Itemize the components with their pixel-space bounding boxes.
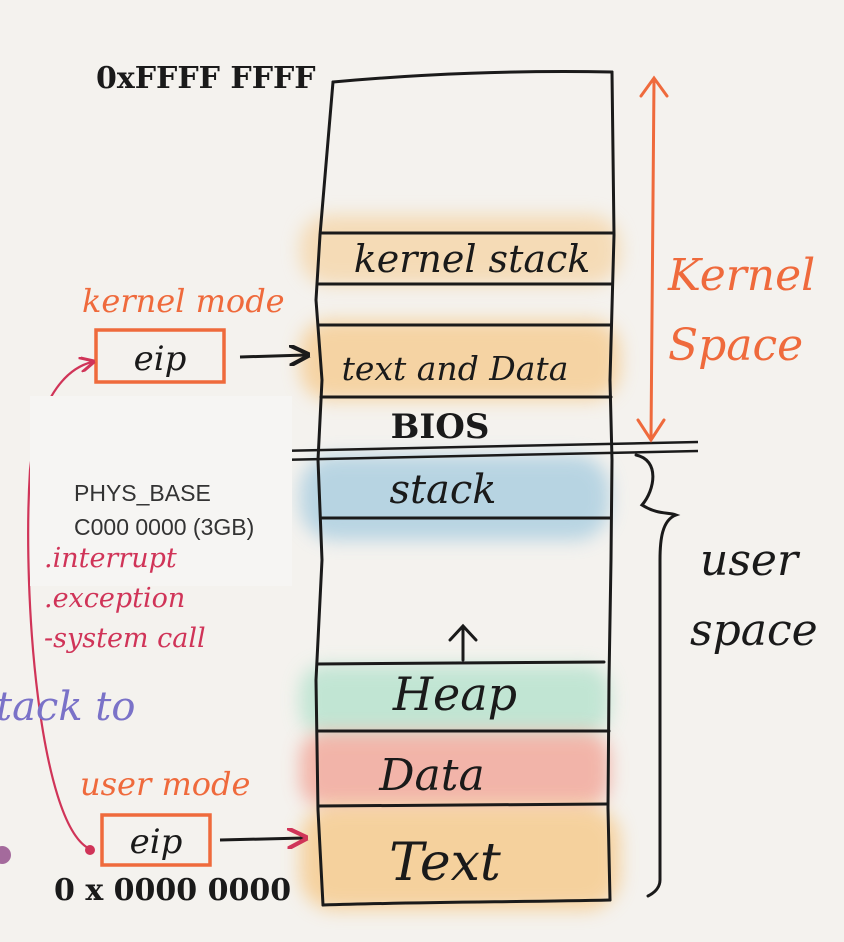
mode-switch-arc <box>27 362 92 849</box>
trigger-system-call: -system call <box>44 623 206 654</box>
trigger-exception: .exception <box>44 583 185 614</box>
user-space-brace <box>634 453 681 898</box>
user-eip-box <box>100 813 212 867</box>
column-right-edge <box>606 70 616 902</box>
partial-text: tack to <box>0 684 135 730</box>
kernel-eip-box <box>94 328 226 384</box>
label-bios: BIOS <box>391 407 490 447</box>
label-heap: Heap <box>392 667 517 721</box>
phys-base-name: PHYS_BASE <box>74 480 211 506</box>
mode-switch-origin-dot <box>85 845 95 855</box>
user-mode-label: user mode <box>80 765 250 803</box>
label-user-stack: stack <box>389 467 496 513</box>
phys-base-value: C000 0000 (3GB) <box>74 514 255 540</box>
heap-growth-arrow <box>448 623 478 662</box>
top-address: 0xFFFF FFFF <box>96 61 316 96</box>
kernel-space-label-1: Kernel <box>667 250 815 301</box>
label-data: Data <box>378 750 484 801</box>
label-text: Text <box>389 833 501 893</box>
wash-text <box>300 805 620 910</box>
edge-dot <box>0 846 11 864</box>
kernel-space-label-2: Space <box>668 320 803 371</box>
user-space-label-2: space <box>690 605 818 656</box>
segment-labels: kernel stack text and Data BIOS stack He… <box>342 237 591 893</box>
kernel-eip-label: eip <box>134 339 187 379</box>
divider-data-bottom <box>316 802 610 808</box>
bottom-address: 0 x 0000 0000 <box>54 873 291 908</box>
user-eip-arrow <box>219 838 304 840</box>
memory-column <box>314 69 616 907</box>
kernel-mode-label: kernel mode <box>82 282 285 320</box>
user-eip-label: eip <box>130 822 183 862</box>
divider-heap-top <box>315 660 606 666</box>
kernel-eip-arrow <box>239 355 306 357</box>
phys-base-overlay <box>30 396 292 586</box>
column-bottom <box>321 898 612 907</box>
wash-heap <box>300 665 610 735</box>
user-space-label-1: user <box>700 535 801 586</box>
label-kernel-text-data: text and Data <box>342 349 569 388</box>
label-kernel-stack: kernel stack <box>354 237 591 281</box>
wash-kernel-text <box>300 320 620 400</box>
column-top <box>331 69 614 84</box>
wash-data <box>300 732 610 807</box>
kernel-space-arrow <box>636 75 669 443</box>
kernel-user-boundary <box>227 440 699 463</box>
